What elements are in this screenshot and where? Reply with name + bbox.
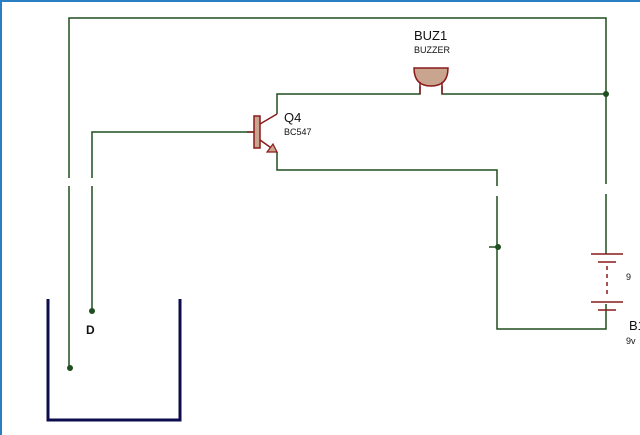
water-tank [46,299,182,422]
diode-component[interactable]: D2 [407,176,457,192]
transistor-collector-lead [259,113,278,125]
diode-label-mask [407,178,457,192]
battery-component[interactable]: 9 B1 9v [591,253,640,346]
buzzer-value-label: BUZZER [414,45,451,55]
wire-top-rail[interactable] [68,17,607,184]
junction-dot-diode[interactable] [495,244,501,250]
transistor-base-bar [253,115,261,149]
buzzer-ref-label: BUZ1 [414,28,447,43]
transistor-component[interactable]: Q4 BC547 [247,110,312,153]
wires [68,17,607,368]
tank-outline [46,299,182,422]
probe-label: D [86,323,95,337]
junctions [67,91,609,371]
battery-value-label: 9v [626,336,636,346]
wire-emitter-to-diode[interactable] [276,152,498,186]
battery-value-partial: 9 [626,272,631,282]
junction-dot-probe-short[interactable] [89,308,95,314]
transistor-value-label: BC547 [284,127,312,137]
junction-dot-rail[interactable] [603,91,609,97]
battery-ref-label: B1 [629,318,640,333]
junction-dot-probe-long[interactable] [67,365,73,371]
wire-buzzer-to-rail[interactable] [441,86,606,95]
transistor-emitter-arrow [265,142,278,153]
wire-probe-short-to-base[interactable] [91,131,254,178]
buzzer-body [413,67,449,87]
buzzer-component[interactable]: BUZ1 BUZZER [413,28,451,94]
transistor-ref-label: Q4 [284,110,301,125]
wire-diode-to-battery[interactable] [496,196,607,330]
